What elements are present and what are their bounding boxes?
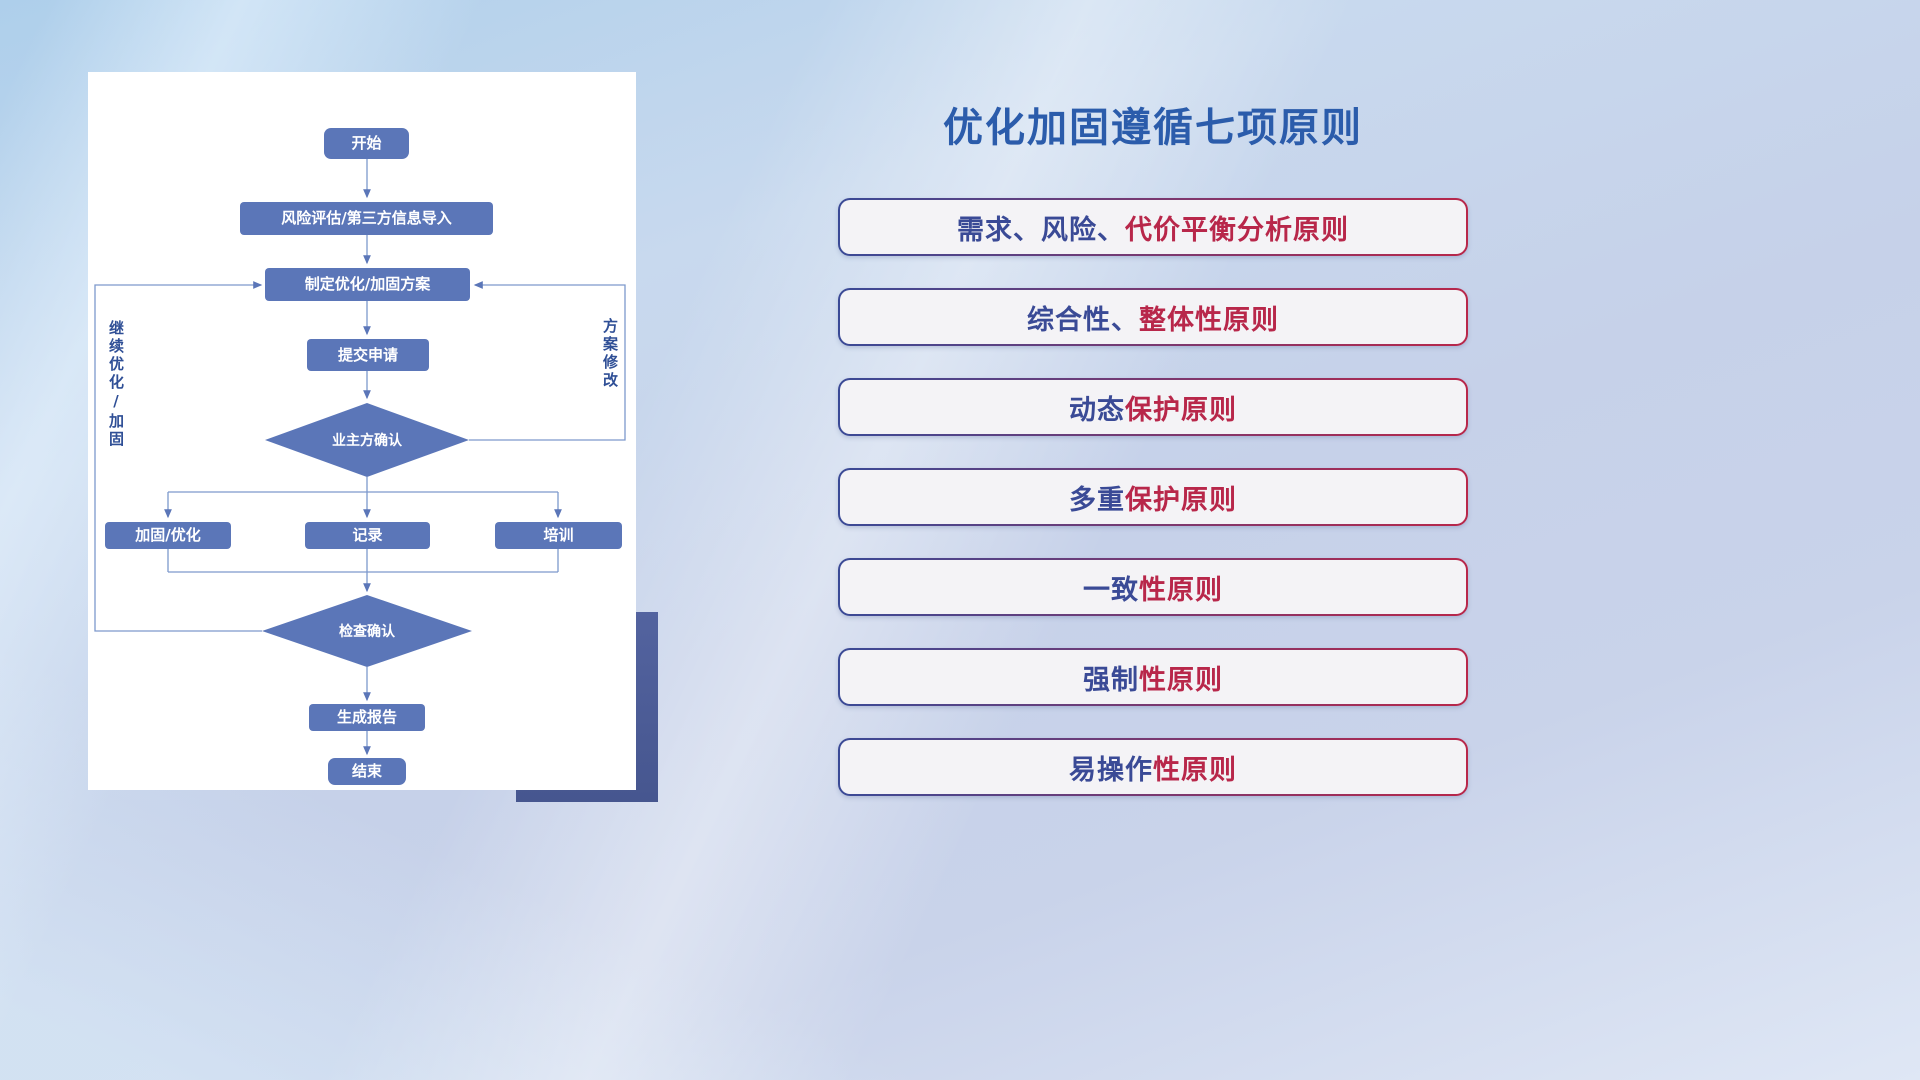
principle-text-rest: 整体性原则 <box>1139 304 1279 336</box>
principle-pill-3: 动态保护原则 <box>838 378 1468 436</box>
flow-node-report: 生成报告 <box>309 704 425 731</box>
principle-text-lead: 强制 <box>1083 664 1139 696</box>
flow-node-end: 结束 <box>328 758 406 785</box>
principle-pill-label: 易操作性原则 <box>840 740 1466 794</box>
principles-list: 需求、风险、代价平衡分析原则综合性、整体性原则动态保护原则多重保护原则一致性原则… <box>838 198 1468 796</box>
owner-confirm-diamond <box>265 403 469 477</box>
principle-text-lead: 综合性、 <box>1027 304 1139 336</box>
principle-pill-4: 多重保护原则 <box>838 468 1468 526</box>
principle-text-rest: 保护原则 <box>1125 484 1237 516</box>
principle-pill-5: 一致性原则 <box>838 558 1468 616</box>
flow-node-check-confirm-label: 检查确认 <box>339 624 395 640</box>
principle-pill-label: 需求、风险、代价平衡分析原则 <box>840 200 1466 254</box>
check-confirm-diamond <box>262 595 472 667</box>
principle-text-lead: 需求、风险、 <box>957 214 1125 246</box>
principle-pill-1: 需求、风险、代价平衡分析原则 <box>838 198 1468 256</box>
principle-text-lead: 一致 <box>1083 574 1139 606</box>
principle-text-rest: 性原则 <box>1139 574 1223 606</box>
flow-node-training: 培训 <box>495 522 622 549</box>
principle-pill-7: 易操作性原则 <box>838 738 1468 796</box>
principle-pill-label: 动态保护原则 <box>840 380 1466 434</box>
flow-node-submit: 提交申请 <box>307 339 429 371</box>
principle-pill-6: 强制性原则 <box>838 648 1468 706</box>
principle-text-rest: 性原则 <box>1153 754 1237 786</box>
flow-node-record: 记录 <box>305 522 430 549</box>
flowchart-card: 开始 风险评估/第三方信息导入 制定优化/加固方案 提交申请 业主方确认 加固/… <box>88 72 636 790</box>
flow-node-make-plan: 制定优化/加固方案 <box>265 268 470 301</box>
flow-node-risk-import: 风险评估/第三方信息导入 <box>240 202 493 235</box>
principle-text-lead: 动态 <box>1069 394 1125 426</box>
flow-node-start: 开始 <box>324 128 409 159</box>
principle-text-rest: 代价平衡分析原则 <box>1125 214 1349 246</box>
principle-text-lead: 多重 <box>1069 484 1125 516</box>
flow-node-owner-confirm-label: 业主方确认 <box>332 433 402 449</box>
principle-text-rest: 保护原则 <box>1125 394 1237 426</box>
principle-pill-2: 综合性、整体性原则 <box>838 288 1468 346</box>
flowchart: 开始 风险评估/第三方信息导入 制定优化/加固方案 提交申请 业主方确认 加固/… <box>88 72 636 790</box>
principle-pill-label: 多重保护原则 <box>840 470 1466 524</box>
flow-connectors <box>94 159 626 756</box>
principle-text-rest: 性原则 <box>1139 664 1223 696</box>
edge-label-plan-revision: 方案修改 <box>601 318 619 390</box>
principle-pill-label: 强制性原则 <box>840 650 1466 704</box>
flow-node-harden: 加固/优化 <box>105 522 231 549</box>
page-title: 优化加固遵循七项原则 <box>943 105 1363 151</box>
principle-text-lead: 易操作 <box>1069 754 1153 786</box>
principle-pill-label: 综合性、整体性原则 <box>840 290 1466 344</box>
principle-pill-label: 一致性原则 <box>840 560 1466 614</box>
edge-label-continue-loop: 继续优化/加固 <box>107 320 125 449</box>
